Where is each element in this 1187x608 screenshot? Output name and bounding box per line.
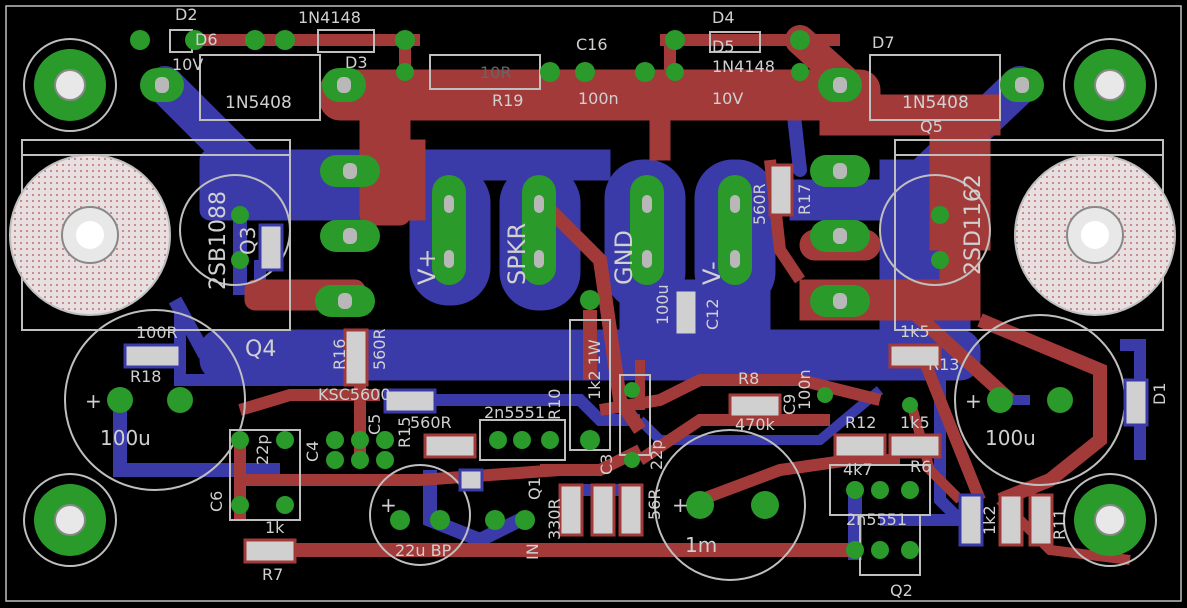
label-r13-val: 1k5 xyxy=(900,322,930,341)
label-d4: D4 xyxy=(712,8,735,27)
label-d5-part: 1N4148 xyxy=(712,57,775,76)
label-q5: Q5 xyxy=(920,117,943,136)
label-c9-val: 100n xyxy=(795,369,814,410)
label-c16: C16 xyxy=(576,35,608,54)
label-r12: R12 xyxy=(845,413,876,432)
label-r15-val: 560R xyxy=(410,413,452,432)
label-c4: C4 xyxy=(303,441,322,462)
label-gnd: GND xyxy=(610,230,638,285)
label-d3-part: 1N5408 xyxy=(225,93,292,113)
label-c3-val: 22p xyxy=(647,439,666,470)
label-r19: R19 xyxy=(492,91,523,110)
label-c5: C5 xyxy=(365,414,384,435)
heatsink-mounting-holes xyxy=(9,154,1176,316)
label-r18: R18 xyxy=(130,367,161,386)
label-c12-val: 100u xyxy=(653,284,672,325)
label-vminus: V- xyxy=(698,261,726,285)
smd-footprints xyxy=(123,163,1149,564)
pads xyxy=(107,30,1073,559)
label-d2: D2 xyxy=(175,5,198,24)
label-d5: D5 xyxy=(712,37,735,56)
label-c9: C9 xyxy=(780,394,799,415)
polarity-marks: + + + + xyxy=(85,389,982,517)
label-d1: D1 xyxy=(1150,383,1169,406)
label-c2-val: 22u BP xyxy=(395,541,452,560)
label-c-right-val: 100u xyxy=(985,426,1036,450)
label-r-330: 330R xyxy=(545,498,564,540)
label-r10-val: 1k2 1W xyxy=(585,339,604,400)
label-r12-val: 1k5 xyxy=(900,413,930,432)
corner-mounting-holes xyxy=(23,38,1157,567)
label-r-8k2: 8k2 xyxy=(1005,510,1024,540)
label-c-left-val: 100u xyxy=(100,426,151,450)
svg-text:+: + xyxy=(965,389,982,413)
label-c16-val: 100n xyxy=(578,89,619,108)
svg-text:+: + xyxy=(380,493,397,517)
label-r16: R16 xyxy=(330,339,349,370)
label-in: IN xyxy=(523,543,542,560)
label-r-1k2: 1k2 xyxy=(980,505,999,535)
label-d5-val: 10V xyxy=(712,89,743,108)
label-q3: Q3 xyxy=(236,227,260,255)
svg-text:+: + xyxy=(672,493,689,517)
label-c12: C12 xyxy=(703,298,722,330)
silkscreen-layer xyxy=(21,29,1164,581)
label-q5-part: 2SD1162 xyxy=(961,174,986,275)
label-c6-val: 22p xyxy=(253,434,272,465)
label-r15: R15 xyxy=(395,417,414,448)
label-spkr: SPKR xyxy=(503,223,531,285)
label-r7-val: 1k xyxy=(265,518,285,537)
label-vplus: V+ xyxy=(413,248,441,285)
label-q4: Q4 xyxy=(245,337,276,362)
label-r11: R11 xyxy=(1050,509,1069,540)
label-r17: R17 xyxy=(795,184,814,215)
label-r6: R6 xyxy=(910,457,931,476)
label-q1-part: 2n5551 xyxy=(484,403,545,422)
label-d6: D6 xyxy=(195,30,218,49)
label-r10: R10 xyxy=(545,389,564,420)
label-r19-val: 10R xyxy=(480,63,511,82)
svg-text:+: + xyxy=(85,389,102,413)
label-r18-val: 100R xyxy=(136,323,178,342)
label-q4-part: KSC5600 xyxy=(318,385,391,404)
label-q2: Q2 xyxy=(890,581,913,600)
label-q2-part: 2n5551 xyxy=(846,510,907,529)
label-q1: Q1 xyxy=(525,477,544,500)
label-r13: R13 xyxy=(928,355,959,374)
label-q3-part: 2SB1088 xyxy=(206,191,231,290)
silkscreen-text: D2 1N4148 D6 10V D3 1N5408 10R R19 C16 1… xyxy=(100,5,1169,600)
label-r16-val: 560R xyxy=(370,328,389,370)
label-c-big-val: 1m xyxy=(685,533,717,557)
label-r8: R8 xyxy=(738,369,759,388)
label-c6: C6 xyxy=(207,491,226,512)
label-d6-val: 10V xyxy=(172,55,203,74)
label-r6-val: 4k7 xyxy=(843,460,873,479)
label-d2-part: 1N4148 xyxy=(298,8,361,27)
label-r8-val: 470k xyxy=(735,415,776,434)
label-r7: R7 xyxy=(262,565,283,584)
label-d7-part: 1N5408 xyxy=(902,93,969,113)
drill-holes xyxy=(155,77,1029,309)
label-r-56: 56R xyxy=(645,489,664,520)
label-d7: D7 xyxy=(872,33,895,52)
board-outline xyxy=(5,5,1182,602)
label-c3: C3 xyxy=(597,454,616,475)
label-r17-val: 560R xyxy=(750,183,769,225)
label-d3: D3 xyxy=(345,53,368,72)
